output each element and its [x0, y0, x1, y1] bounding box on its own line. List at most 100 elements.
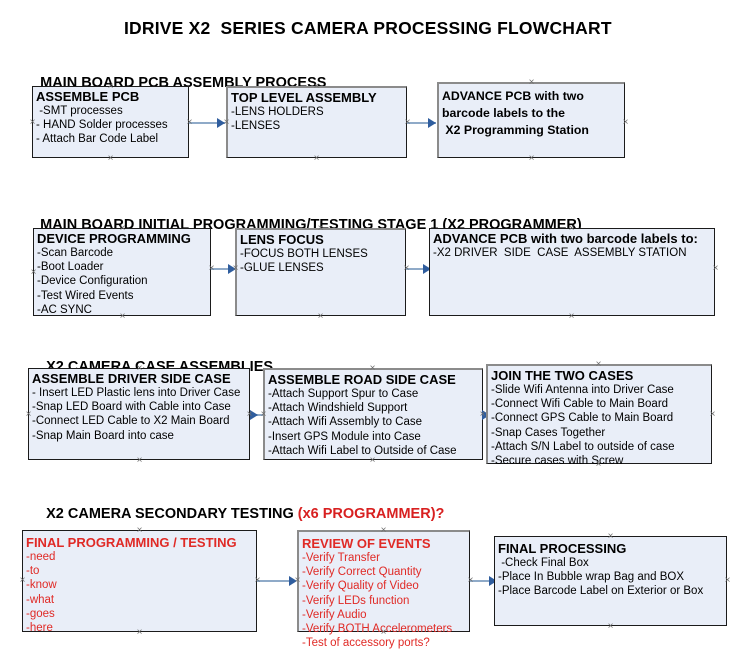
section-heading-4-text: X2 CAMERA SECONDARY TESTING: [46, 506, 298, 522]
arrowhead: [423, 264, 431, 274]
handle-x[interactable]: [567, 224, 576, 233]
handle-x[interactable]: [711, 264, 720, 273]
box-advance-pcb-driver-side[interactable]: ADVANCE PCB with two barcode labels to: …: [429, 228, 715, 316]
box-final-processing[interactable]: FINAL PROCESSING -Check Final Box -Place…: [494, 536, 727, 626]
handle-x[interactable]: [567, 312, 576, 321]
handle-x[interactable]: [207, 264, 216, 273]
box-line: -Connect GPS Cable to Main Board: [491, 412, 674, 425]
box-title: ADVANCE PCB with two barcode labels to:: [433, 231, 698, 246]
box-line: -Slide Wifi Antenna into Driver Case: [491, 384, 674, 396]
box-line: barcode labels to the: [442, 106, 565, 120]
handle-x[interactable]: [594, 460, 603, 469]
handle-x[interactable]: [106, 154, 115, 163]
handle-x[interactable]: [379, 526, 388, 535]
arrowhead: [250, 410, 258, 420]
handle-x[interactable]: [185, 118, 194, 127]
handle-x[interactable]: [606, 622, 615, 631]
handle-x[interactable]: [245, 410, 254, 419]
connector-3-1: [250, 414, 266, 416]
handle-x[interactable]: [29, 268, 38, 277]
connector-4-1: [257, 580, 295, 582]
box-line: -Verify BOTH Accelerometers: [302, 623, 453, 636]
box-line: -Snap Cases Together: [491, 426, 606, 439]
handle-x[interactable]: [606, 532, 615, 541]
box-line: -need: [26, 551, 56, 563]
handle-x[interactable]: [316, 312, 325, 321]
arrowhead: [489, 576, 497, 586]
handle-x[interactable]: [24, 410, 33, 419]
box-line: -X2 DRIVER SIDE CASE ASSEMBLY STATION: [433, 247, 687, 259]
box-title: ASSEMBLE DRIVER SIDE CASE: [32, 371, 231, 386]
handle-x[interactable]: [316, 224, 325, 233]
handle-x[interactable]: [222, 118, 231, 127]
handle-x[interactable]: [18, 576, 27, 585]
box-title: JOIN THE TWO CASES: [491, 368, 634, 383]
box-line: -Device Configuration: [37, 275, 148, 288]
box-top-level-assembly[interactable]: TOP LEVEL ASSEMBLY -LENS HOLDERS -LENSES: [226, 86, 407, 158]
handle-x[interactable]: [293, 576, 302, 585]
box-line: -Attach S/N Label to outside of case: [491, 440, 675, 453]
box-line: -Connect Wifi Cable to Main Board: [491, 398, 669, 411]
box-final-programming-testing[interactable]: FINAL PROGRAMMING / TESTING -need -to -k…: [22, 530, 257, 634]
handle-x[interactable]: [621, 118, 630, 127]
handle-x[interactable]: [118, 312, 127, 321]
handle-x[interactable]: [135, 526, 144, 535]
handle-x[interactable]: [368, 364, 377, 373]
box-line: -Scan Barcode: [37, 247, 114, 259]
arrowhead: [217, 118, 225, 128]
box-line: X2 Programming Station: [442, 123, 589, 137]
handle-x[interactable]: [135, 364, 144, 373]
box-line: -Secure cases with Screw: [491, 455, 624, 468]
handle-x[interactable]: [231, 264, 240, 273]
box-advance-pcb-programming-station[interactable]: ADVANCE PCB with two barcode labels to t…: [437, 82, 625, 158]
box-line: ADVANCE PCB with two: [442, 89, 584, 103]
box-join-the-two-cases[interactable]: JOIN THE TWO CASES -Slide Wifi Antenna i…: [486, 364, 712, 467]
box-line: -GLUE LENSES: [240, 262, 324, 275]
box-device-programming[interactable]: DEVICE PROGRAMMING -Scan Barcode -Boot L…: [33, 228, 211, 316]
handle-x[interactable]: [253, 576, 262, 585]
box-assemble-pcb[interactable]: ASSEMBLE PCB -SMT processes - HAND Solde…: [32, 86, 189, 158]
handle-x[interactable]: [135, 628, 144, 637]
connector-2-1: [211, 268, 235, 270]
handle-x[interactable]: [118, 224, 127, 233]
arrowhead: [428, 118, 436, 128]
box-line: -Attach Wifi Label to Outside of Case: [268, 444, 457, 457]
handle-x[interactable]: [312, 82, 321, 91]
box-title: TOP LEVEL ASSEMBLY: [231, 90, 377, 105]
handle-x[interactable]: [259, 410, 268, 419]
handle-x[interactable]: [368, 456, 377, 465]
handle-x[interactable]: [403, 118, 412, 127]
box-line: -Verify Correct Quantity: [302, 566, 422, 579]
handle-x[interactable]: [106, 82, 115, 91]
box-title: FINAL PROGRAMMING / TESTING: [26, 535, 237, 550]
handle-x[interactable]: [28, 118, 37, 127]
connector-1-2: [407, 122, 436, 124]
handle-x[interactable]: [379, 628, 388, 637]
box-line: -LENS HOLDERS: [231, 106, 324, 118]
handle-x[interactable]: [402, 264, 411, 273]
box-assemble-driver-side-case[interactable]: ASSEMBLE DRIVER SIDE CASE - Insert LED P…: [28, 368, 250, 460]
box-line: -Verify Transfer: [302, 552, 380, 564]
box-line: -Test Wired Events: [37, 289, 134, 302]
box-line: -Connect LED Cable to X2 Main Board: [32, 415, 230, 428]
handle-x[interactable]: [723, 576, 732, 585]
box-line: -Place In Bubble wrap Bag and BOX: [498, 571, 685, 584]
box-line: - Attach Bar Code Label: [36, 133, 159, 146]
box-lens-focus[interactable]: LENS FOCUS -FOCUS BOTH LENSES -GLUE LENS…: [235, 228, 406, 316]
handle-x[interactable]: [594, 360, 603, 369]
box-line: -Verify LEDs function: [302, 594, 410, 607]
box-line: -Verify Audio: [302, 608, 367, 621]
handle-x[interactable]: [135, 456, 144, 465]
handle-x[interactable]: [527, 154, 536, 163]
box-line: -Attach Wifi Assembly to Case: [268, 416, 423, 429]
box-review-of-events[interactable]: REVIEW OF EVENTS -Verify Transfer -Verif…: [297, 530, 470, 649]
handle-x[interactable]: [527, 78, 536, 87]
box-line: -Verify Quality of Video: [302, 580, 419, 593]
handle-x[interactable]: [708, 410, 717, 419]
connector-4-2: [470, 580, 496, 582]
connector-2-2: [406, 268, 430, 270]
handle-x[interactable]: [312, 154, 321, 163]
box-assemble-road-side-case[interactable]: ASSEMBLE ROAD SIDE CASE -Attach Support …: [263, 368, 483, 460]
page-title: IDRIVE X2 SERIES CAMERA PROCESSING FLOWC…: [124, 18, 612, 38]
handle-x[interactable]: [466, 576, 475, 585]
